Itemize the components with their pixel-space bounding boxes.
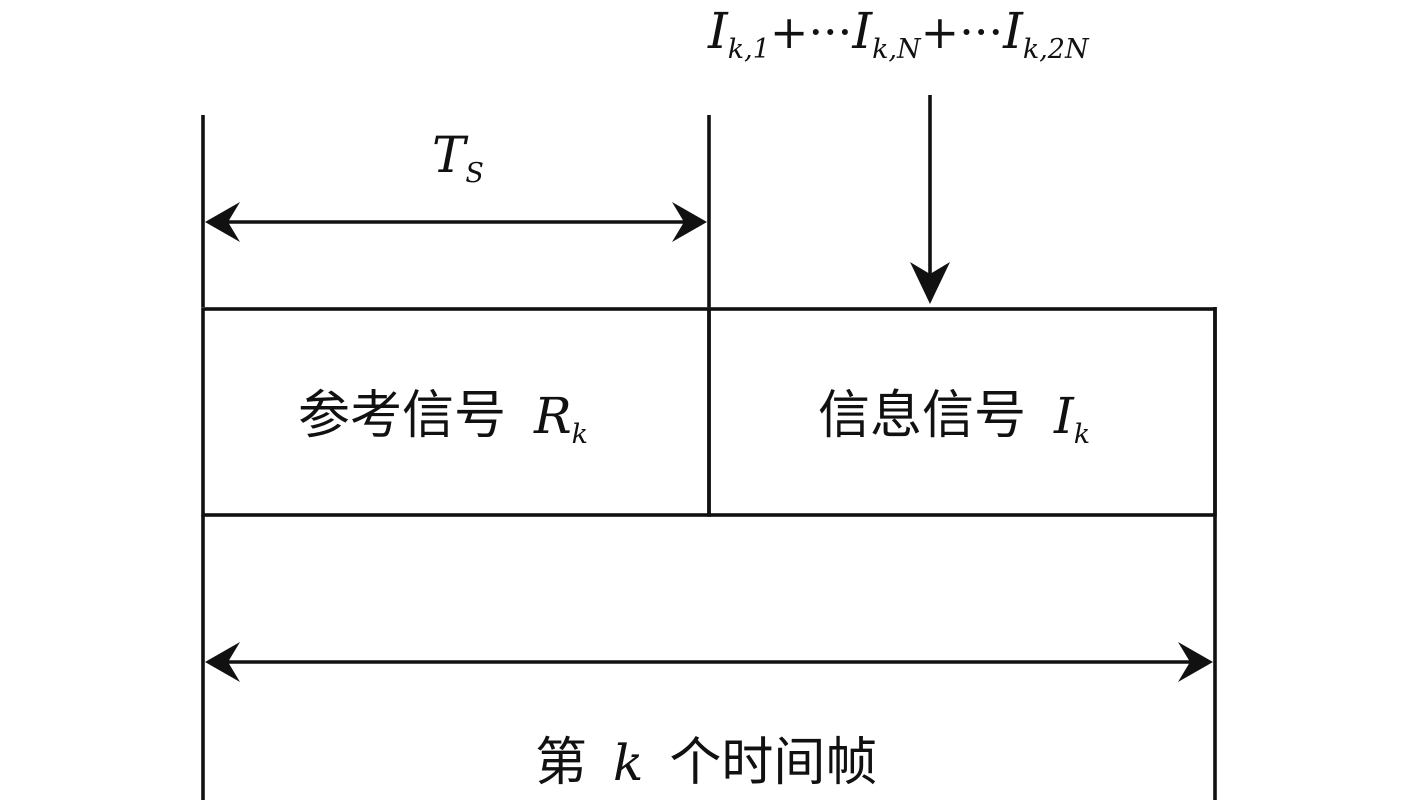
ts-label: TS xyxy=(432,126,484,189)
info-symbol-sum-label: Ik,1+···Ik,N+···Ik,2N xyxy=(707,2,1090,65)
down-arrow-head xyxy=(910,262,950,304)
frame-arrow-head-left xyxy=(205,642,240,682)
ts-arrow-head-right xyxy=(672,202,707,242)
ts-arrow-head-left xyxy=(205,202,240,242)
frame-arrow-head-right xyxy=(1178,642,1213,682)
